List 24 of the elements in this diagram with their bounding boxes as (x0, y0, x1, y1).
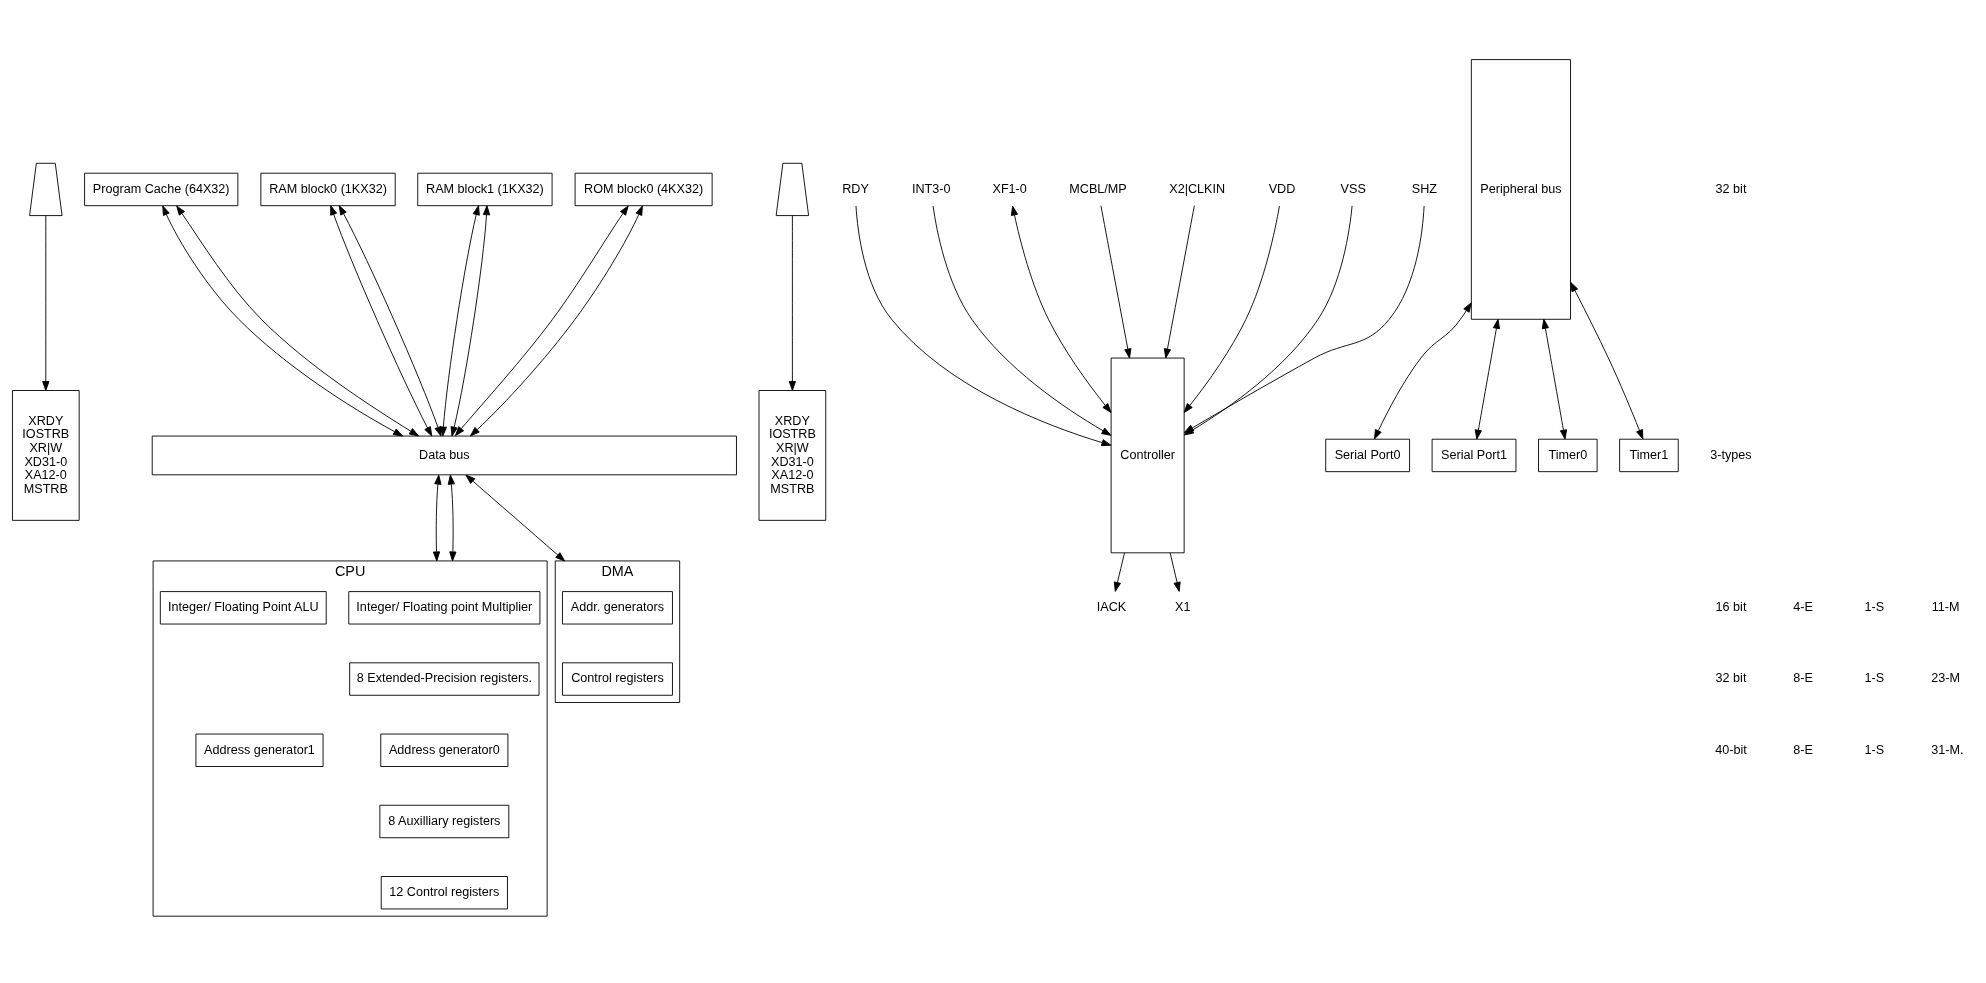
node-text: VSS (1340, 181, 1366, 196)
label: 4-E (1793, 600, 1813, 615)
label: 1-S (1864, 742, 1885, 757)
label: 32 bit (1715, 671, 1747, 686)
label: 3-types (1710, 447, 1752, 462)
label: 23-M (1931, 671, 1960, 686)
label: 11-M (1931, 600, 1960, 615)
label: 8-E (1793, 671, 1813, 686)
label: 32 bit (1715, 181, 1747, 196)
label: 8-E (1793, 742, 1813, 757)
label: 16 bit (1715, 600, 1747, 615)
label: 1-S (1864, 671, 1885, 686)
label: 31-M. (1931, 742, 1964, 757)
label: 40-bit (1715, 742, 1747, 757)
node-text: X1 (1175, 600, 1191, 615)
label: 1-S (1864, 600, 1885, 615)
node-text: MCBL/MP (1069, 181, 1127, 196)
node-text: XF1-0 (992, 181, 1027, 196)
node-text: VDD (1268, 181, 1296, 196)
node-text: RDY (842, 181, 869, 196)
node-text: SHZ (1411, 181, 1438, 196)
node-text: X2|CLKIN (1169, 181, 1226, 196)
node-text: IACK (1096, 600, 1127, 615)
node-text: INT3-0 (911, 181, 951, 196)
